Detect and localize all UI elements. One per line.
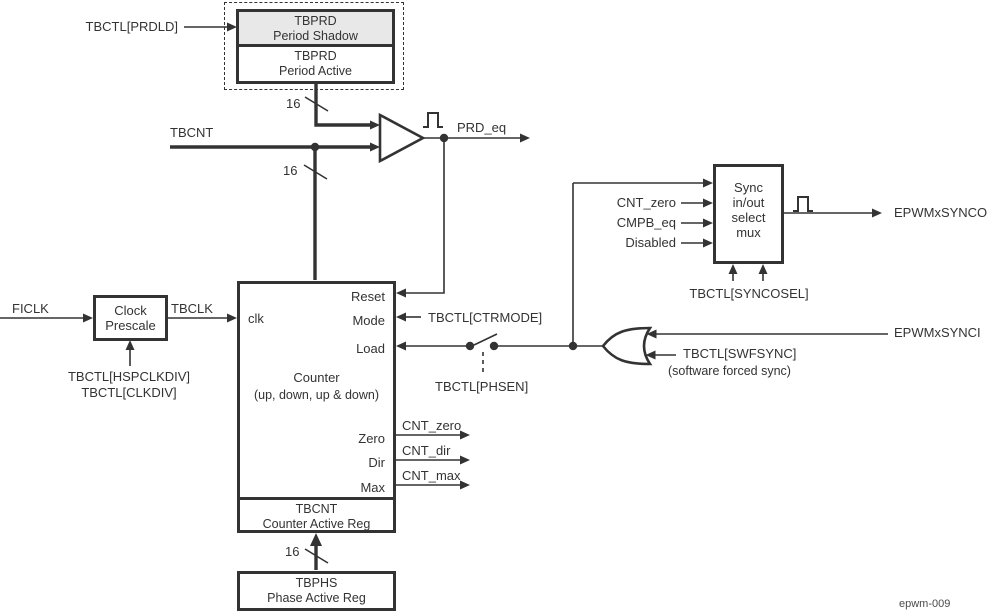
signal-label-cnt-max-out: CNT_max xyxy=(402,468,461,483)
port-load: Load xyxy=(356,341,385,356)
comparator xyxy=(378,112,426,164)
box-label: in/out xyxy=(732,195,765,210)
tbprd-period-shadow-box: TBPRD Period Shadow xyxy=(236,9,395,47)
box-label: TBPHS xyxy=(295,576,338,590)
signal-label-disabled: Disabled xyxy=(625,235,676,250)
signal-label-swfsync: TBCTL[SWFSYNC] xyxy=(683,346,797,361)
phsen-switch-blade xyxy=(473,333,498,346)
connector-mux-inputs xyxy=(573,178,713,248)
box-label: Prescale xyxy=(105,318,156,333)
box-label: select xyxy=(731,210,766,225)
pulse-icon xyxy=(423,112,443,128)
tbprd-period-active-box: TBPRD Period Active xyxy=(236,47,395,84)
bus-width-label: 16 xyxy=(285,544,300,559)
counter-title: Counter xyxy=(293,370,340,385)
signal-label-ctrmode: TBCTL[CTRMODE] xyxy=(428,310,543,325)
port-dir: Dir xyxy=(368,455,385,470)
box-label: Period Shadow xyxy=(273,29,358,43)
signal-label-cnt-zero-out: CNT_zero xyxy=(402,418,462,433)
sync-select-mux-box: Sync in/out select mux xyxy=(713,164,784,264)
or-gate xyxy=(601,326,657,366)
connector-reset xyxy=(396,138,445,298)
signal-label-prdld: TBCTL[PRDLD] xyxy=(85,19,178,34)
box-label: TBPRD xyxy=(294,49,337,63)
bus-slash xyxy=(304,96,329,112)
bus-width-label: 16 xyxy=(283,163,298,178)
box-label: TBPRD xyxy=(294,14,337,28)
connector-prdld xyxy=(184,22,237,32)
connector-mux-output xyxy=(783,208,882,218)
signal-label-cmpb-eq: CMPB_eq xyxy=(616,215,676,230)
switch-contact xyxy=(465,341,475,351)
pulse-icon xyxy=(793,196,813,212)
counter-box: clk Reset Mode Load Counter (up, down, u… xyxy=(237,281,396,533)
signal-label-ficlk: FICLK xyxy=(12,301,49,316)
signal-label-tbcnt: TBCNT xyxy=(170,125,214,140)
connector-prd-eq xyxy=(423,133,530,143)
signal-label-prd-eq: PRD_eq xyxy=(457,120,507,135)
figure-id-watermark: epwm-009 xyxy=(899,598,951,610)
tbcnt-reg-label: Counter Active Reg xyxy=(262,517,371,531)
signal-label-cnt-zero-in: CNT_zero xyxy=(616,195,676,210)
port-reset: Reset xyxy=(351,289,385,304)
connector-counter-outputs xyxy=(396,430,470,490)
port-max: Max xyxy=(360,480,385,495)
signal-label-hspclkdiv: TBCTL[HSPCLKDIV] xyxy=(67,369,191,384)
connector-tbclk xyxy=(167,313,237,323)
clock-prescale-box: Clock Prescale xyxy=(93,295,168,341)
tbcnt-reg-label: TBCNT xyxy=(295,502,338,516)
port-mode: Mode xyxy=(352,313,385,328)
box-label: Phase Active Reg xyxy=(267,591,366,605)
counter-subtitle: (up, down, up & down) xyxy=(253,388,380,402)
connector-clkdiv xyxy=(125,340,135,366)
connector-ctrmode xyxy=(396,312,421,322)
tbphs-phase-active-box: TBPHS Phase Active Reg xyxy=(237,571,396,611)
signal-label-synco: EPWMxSYNCO xyxy=(894,205,988,220)
signal-label-syncosel: TBCTL[SYNCOSEL] xyxy=(689,286,809,301)
box-label: Sync xyxy=(734,180,763,195)
signal-label-synci: EPWMxSYNCI xyxy=(894,325,981,340)
box-label: Period Active xyxy=(279,64,352,78)
connector-syncosel xyxy=(728,264,768,281)
bus-tbphs xyxy=(304,533,329,570)
port-zero: Zero xyxy=(358,431,385,446)
signal-label-cnt-dir-out: CNT_dir xyxy=(402,443,451,458)
box-label: mux xyxy=(736,225,761,240)
signal-label-phsen: TBCTL[PHSEN] xyxy=(435,379,529,394)
port-clk: clk xyxy=(248,311,264,326)
box-label: Clock xyxy=(114,303,147,318)
signal-label-clkdiv: TBCTL[CLKDIV] xyxy=(81,385,177,400)
signal-label-tbclk: TBCLK xyxy=(171,301,213,316)
signal-label-swfsync-note: (software forced sync) xyxy=(668,364,791,378)
bus-slash xyxy=(304,548,329,564)
bus-tbcnt xyxy=(170,142,380,280)
bus-width-label: 16 xyxy=(286,96,301,111)
bus-period-to-comparator xyxy=(304,84,380,130)
connector-ficlk xyxy=(0,313,93,323)
bus-slash xyxy=(303,164,328,180)
shadow-register-region xyxy=(224,2,404,90)
counter-register-divider xyxy=(240,497,393,500)
connector-load xyxy=(396,183,603,375)
